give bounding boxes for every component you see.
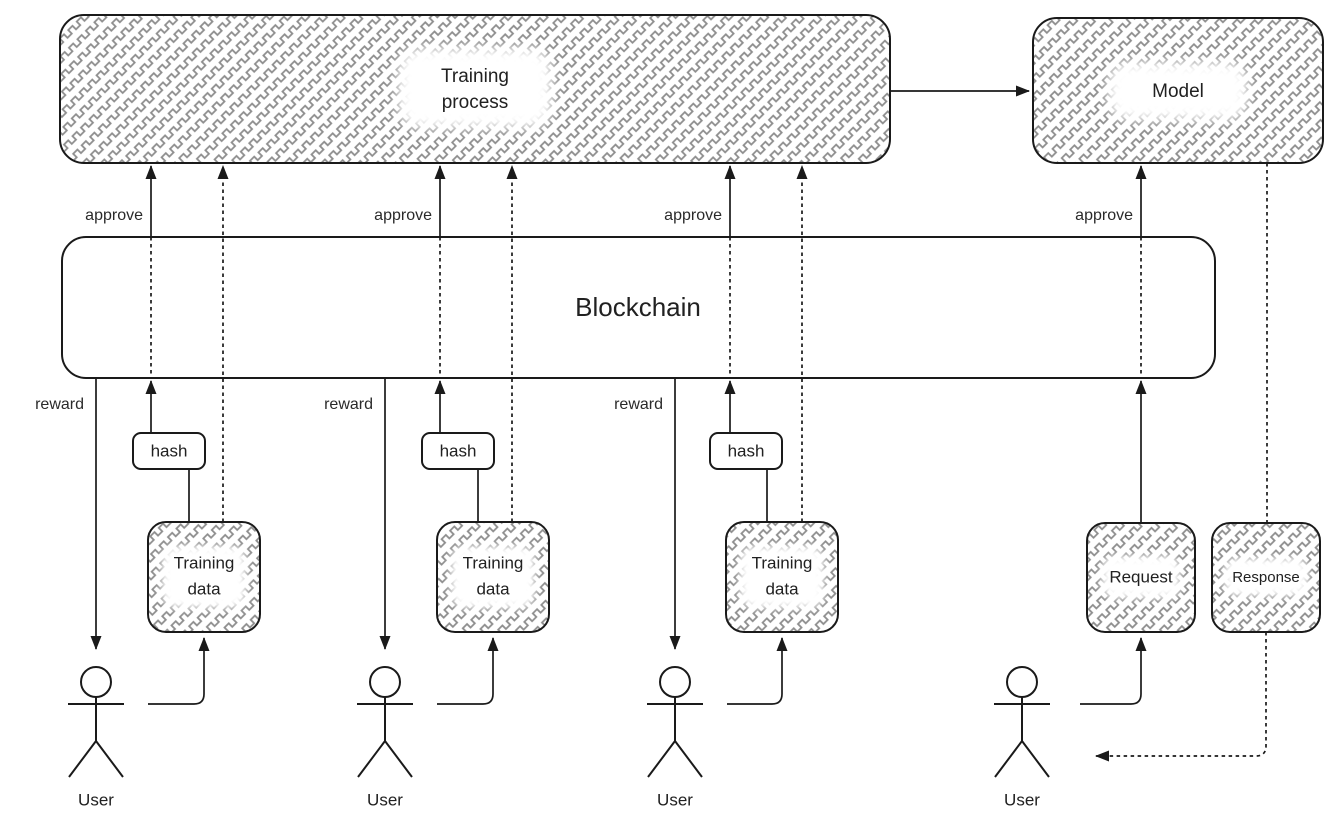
user-label-3: User	[657, 790, 693, 809]
training-process-label-bg	[398, 48, 552, 128]
training-data-label-1-line2: data	[187, 579, 221, 598]
response-node: Response	[1211, 522, 1321, 633]
training-data-node-3: Training data	[725, 521, 839, 633]
approve-label-2: approve	[374, 207, 432, 224]
request-label-bg	[1102, 556, 1180, 598]
training-data-label-bg-3	[740, 546, 824, 608]
training-data-label-bg-2	[451, 546, 535, 608]
training-data-node-1: Training data	[147, 521, 261, 633]
hash-box-2	[421, 432, 495, 470]
user-label-2: User	[367, 790, 403, 809]
request-label: Request	[1109, 567, 1173, 586]
training-process-label-line1: Training	[441, 66, 509, 87]
user-label-1: User	[78, 790, 114, 809]
training-data-label-3-line1: Training	[752, 553, 813, 572]
training-data-label-1-line1: Training	[174, 553, 235, 572]
reward-label-2: reward	[324, 396, 373, 413]
hash-node-3: hash	[709, 432, 783, 470]
training-process-node: Training process	[59, 14, 891, 164]
user-head-icon	[659, 666, 691, 698]
approve-label-4: approve	[1075, 207, 1133, 224]
response-label-bg	[1224, 558, 1308, 596]
model-node: Model	[1032, 17, 1324, 164]
approve-label-1: approve	[85, 207, 143, 224]
training-data-label-2-line2: data	[476, 579, 510, 598]
hash-node-1: hash	[132, 432, 206, 470]
blockchain-label: Blockchain	[575, 292, 701, 322]
user-actor-3	[647, 666, 703, 778]
user-head-icon	[80, 666, 112, 698]
hash-label-2: hash	[440, 441, 477, 460]
user-to-data-edge-2	[437, 637, 499, 705]
user-label-4: User	[1004, 790, 1040, 809]
user-head-icon	[1006, 666, 1038, 698]
user-to-data-edge-1	[148, 637, 210, 705]
hash-box-3	[709, 432, 783, 470]
request-node: Request	[1086, 522, 1196, 633]
training-data-label-2-line1: Training	[463, 553, 524, 572]
response-label: Response	[1232, 569, 1300, 586]
training-data-node-2: Training data	[436, 521, 550, 633]
blockchain-box	[61, 236, 1216, 379]
approve-label-3: approve	[664, 207, 722, 224]
user-actor-4	[994, 666, 1050, 778]
training-data-label-bg-1	[162, 546, 246, 608]
model-label-bg	[1108, 62, 1248, 120]
hash-label-1: hash	[151, 441, 188, 460]
reward-label-3: reward	[614, 396, 663, 413]
user-actor-1	[68, 666, 124, 778]
training-data-label-3-line2: data	[765, 579, 799, 598]
response-to-user-edge	[1095, 632, 1267, 762]
hash-label-3: hash	[728, 441, 765, 460]
user-to-data-edge-3	[727, 637, 788, 705]
training-process-label-line2: process	[442, 92, 509, 113]
user-actor-2	[357, 666, 413, 778]
model-label: Model	[1152, 81, 1204, 102]
hash-box-1	[132, 432, 206, 470]
hash-node-2: hash	[421, 432, 495, 470]
user-to-request-edge	[1080, 637, 1147, 705]
reward-label-1: reward	[35, 396, 84, 413]
user-head-icon	[369, 666, 401, 698]
blockchain-node: Blockchain	[61, 236, 1216, 379]
